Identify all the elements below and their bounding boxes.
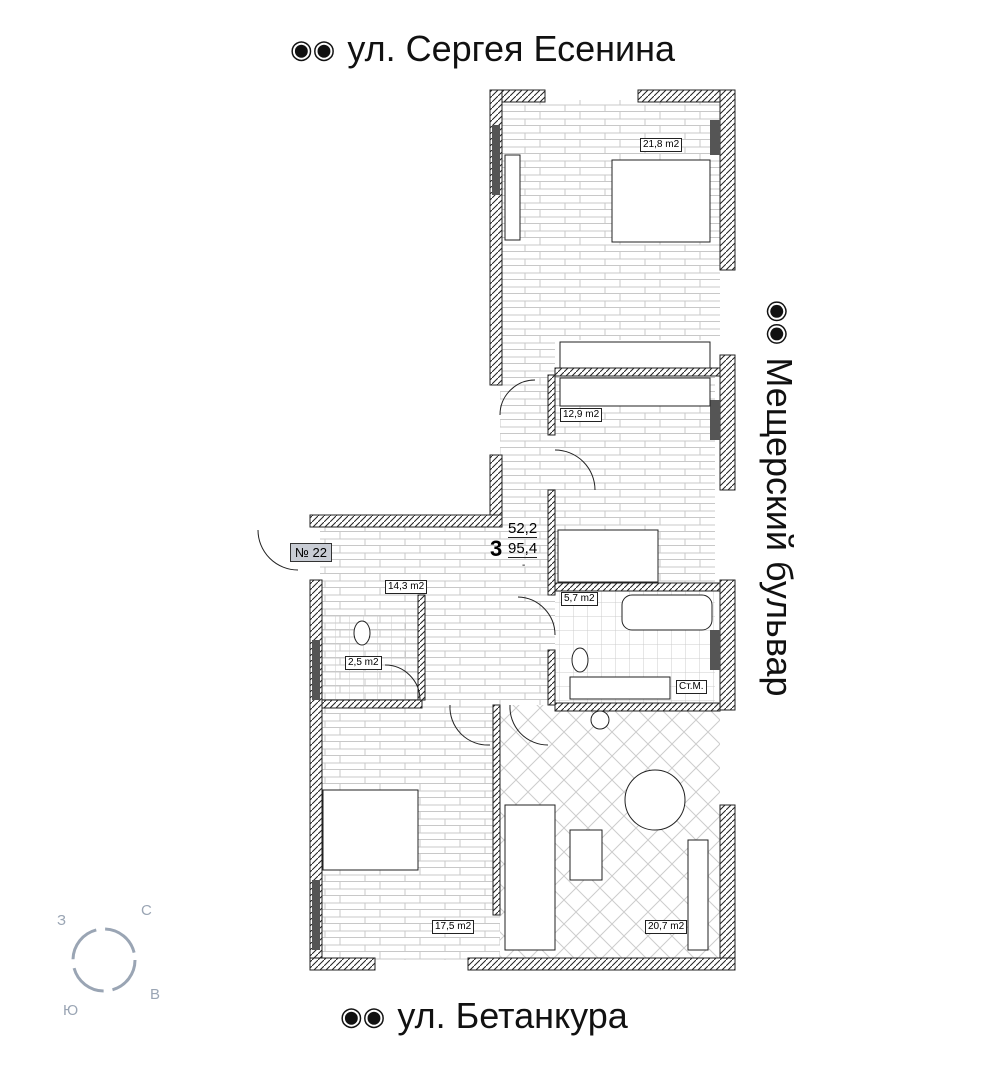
compass-icon	[71, 927, 137, 993]
compass-north: С	[141, 902, 152, 919]
corridor	[500, 340, 555, 530]
toilet-bowl	[353, 620, 371, 646]
compass-east: В	[150, 986, 161, 1003]
street-bottom-label: ул. Бетанкура	[397, 995, 628, 1036]
sofa	[504, 804, 556, 951]
binoculars-icon: ◉◉	[340, 1000, 386, 1031]
room-area-label: 17,5 m2	[432, 920, 475, 934]
compass-south: Ю	[63, 1002, 79, 1019]
washer-counter	[569, 676, 671, 700]
toilet-bowl-2	[571, 647, 589, 673]
living-area: 52,2	[508, 520, 538, 538]
wardrobe	[559, 377, 711, 407]
walls	[309, 89, 736, 971]
furniture	[257, 154, 713, 951]
room-area-label: 14,3 m2	[385, 580, 428, 594]
bathtub	[621, 594, 713, 631]
coffee-table	[569, 829, 603, 881]
kitchen-counter	[559, 341, 711, 369]
bed-north	[611, 159, 711, 243]
total-area: 95,4	[508, 540, 538, 558]
compass-west: З	[57, 912, 67, 929]
tv-stand	[687, 839, 709, 951]
area-marker: -	[522, 560, 526, 571]
binoculars-icon: ◉◉	[290, 33, 336, 64]
apartment-number: № 22	[290, 543, 333, 562]
room-area-label: 5,7 m2	[561, 592, 598, 606]
street-top-label: ул. Сергея Есенина	[347, 28, 676, 69]
room-area-label: 21,8 m2	[640, 138, 683, 152]
bed-east	[557, 529, 659, 583]
wall-columns	[312, 120, 720, 950]
dining-table	[624, 769, 686, 831]
washer-label: Ст.М.	[676, 680, 707, 694]
room-area-label: 2,5 m2	[345, 656, 382, 670]
street-bottom: ◉◉ ул. Бетанкура	[340, 995, 628, 1037]
rooms-count: 3	[490, 536, 503, 561]
room-area-label: 20,7 m2	[645, 920, 688, 934]
sink	[590, 710, 610, 730]
street-top: ◉◉ ул. Сергея Есенина	[290, 28, 675, 70]
tv-north	[504, 154, 521, 241]
bed-south	[322, 789, 419, 871]
room-area-label: 12,9 m2	[560, 408, 603, 422]
